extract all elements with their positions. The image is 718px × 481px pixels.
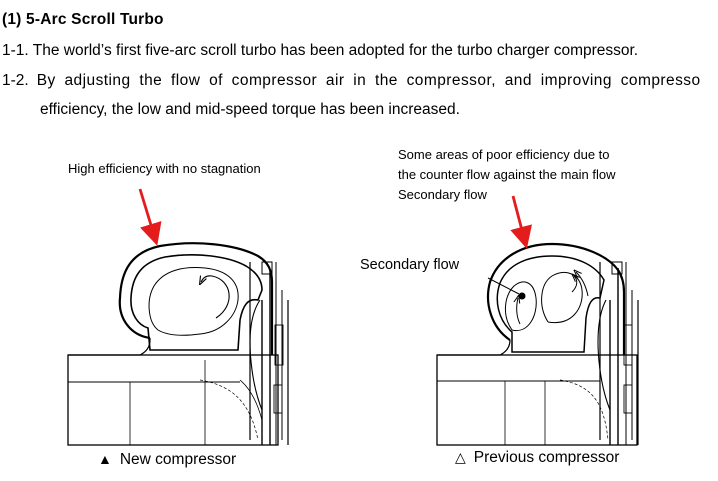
left-red-arrow — [138, 188, 162, 246]
right-caption: △ Previous compressor — [455, 449, 619, 467]
item-1-2: 1-2. By adjusting the flow of compressor … — [2, 72, 718, 90]
right-annotation-line-1: Some areas of poor efficiency due to — [398, 147, 610, 162]
right-caption-text: Previous compressor — [473, 449, 620, 466]
secondary-flow-dot — [518, 292, 526, 300]
left-caption-text: New compressor — [119, 451, 237, 468]
right-annotation-line-3: Secondary flow — [398, 187, 487, 202]
section-heading: (1) 5-Arc Scroll Turbo — [2, 11, 164, 28]
right-annotation-line-2: the counter flow against the main flow — [398, 167, 616, 182]
filled-triangle-icon: ▲ — [98, 451, 112, 467]
outline-triangle-icon: △ — [455, 449, 466, 465]
item-1-1: 1-1. The world’s first five-arc scroll t… — [2, 42, 638, 60]
item-1-2-text-line2: efficiency, the low and mid-speed torque… — [40, 101, 460, 118]
secondary-flow-pointer — [487, 277, 520, 295]
right-red-arrow — [510, 195, 532, 249]
right-annotation: Some areas of poor efficiency due to the… — [398, 145, 616, 205]
item-1-2-text-line1: By adjusting the flow of compressor air … — [36, 72, 701, 89]
item-1-1-number: 1-1. — [2, 42, 29, 59]
left-caption: ▲ New compressor — [98, 451, 236, 469]
new-compressor-drawing — [67, 242, 289, 446]
previous-compressor-drawing — [436, 242, 639, 446]
left-annotation: High efficiency with no stagnation — [68, 161, 261, 176]
item-1-1-text: The world’s first five-arc scroll turbo … — [32, 42, 639, 59]
secondary-flow-label: Secondary flow — [360, 257, 460, 273]
item-1-2-number: 1-2. — [2, 72, 29, 89]
